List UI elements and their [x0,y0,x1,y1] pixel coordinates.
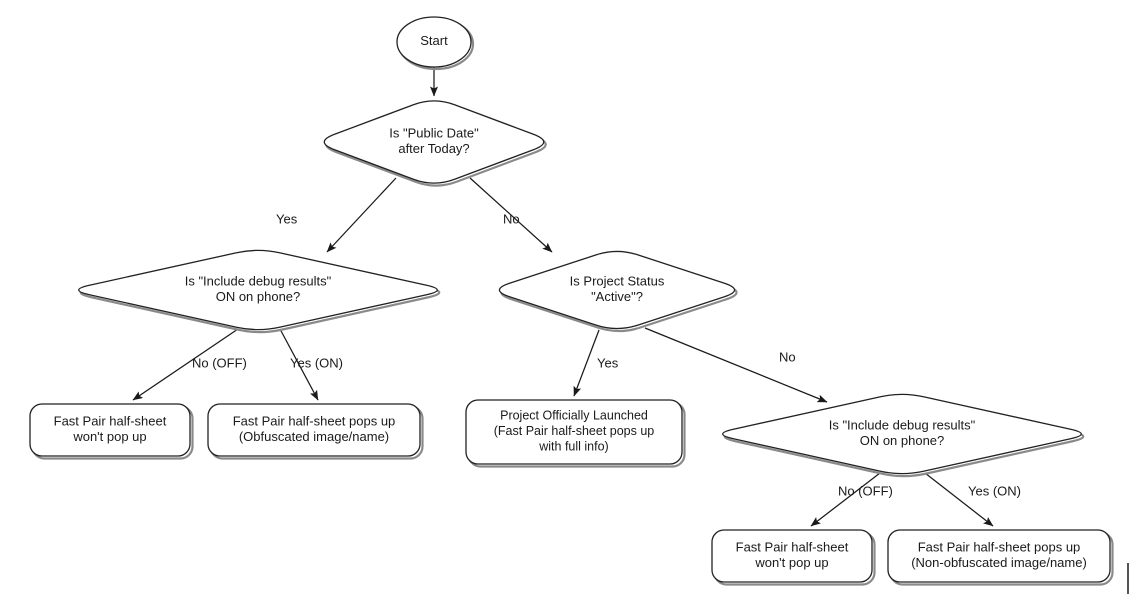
edge-public-date-no [469,177,553,253]
node-label-include-debug-results-right-decision: Is "Include debug results"ON on phone? [829,418,976,449]
node-label-project-status-decision: Is Project Status"Active"? [570,274,665,305]
start-ellipse[interactable] [396,16,472,68]
edge-line [924,472,994,527]
edge-debug-left-yes-on [279,328,319,401]
edge-line [132,328,239,401]
node-label-public-date-decision: Is "Public Date"after Today? [389,126,479,157]
edge-line [469,177,553,253]
edge-public-date-yes [326,177,397,253]
node-fast-pair-popup-obfuscated[interactable]: Fast Pair half-sheet pops up(Obfuscated … [207,403,424,460]
edge-label-debug-right-yes-on: Yes (ON) [968,483,1021,498]
edge-line [644,327,828,403]
edge-label-debug-right-no-off: No (OFF) [838,483,893,498]
process-box-shape[interactable] [887,529,1111,583]
decision-diamond-shape[interactable] [323,100,545,184]
node-label-fast-pair-popup-non-obfuscated: Fast Pair half-sheet pops up(Non-obfusca… [911,540,1087,571]
edge-project-status-no [644,327,828,403]
node-public-date-decision[interactable]: Is "Public Date"after Today? [323,100,547,187]
nodes-layer: Start Is "Public Date"after Today? Is "Inc… [29,16,1114,586]
edge-label-debug-left-no-off: No (OFF) [192,355,247,370]
node-fast-pair-popup-non-obfuscated[interactable]: Fast Pair half-sheet pops up(Non-obfusca… [887,529,1114,586]
node-include-debug-results-left-decision[interactable]: Is "Include debug results"ON on phone? [78,249,441,334]
node-label-fast-pair-popup-obfuscated: Fast Pair half-sheet pops up(Obfuscated … [233,414,396,445]
process-box-shape[interactable] [711,529,873,583]
edge-line [279,328,319,401]
edge-debug-right-no-off [810,472,881,527]
edge-label-debug-left-yes-on: Yes (ON) [290,355,343,370]
edge-debug-right-yes-on [924,472,994,527]
process-box-shape[interactable] [207,403,421,457]
process-box-shape[interactable] [29,403,191,457]
decision-diamond-shape[interactable] [78,249,438,331]
edge-label-project-status-yes: Yes [597,355,619,370]
edges-layer [132,67,994,527]
process-box-shape[interactable] [465,399,683,465]
edge-line [326,177,397,253]
node-include-debug-results-right-decision[interactable]: Is "Include debug results"ON on phone? [722,393,1085,478]
node-label-start: Start [420,33,448,48]
edge-label-public-date-yes: Yes [276,211,298,226]
decision-diamond-shape[interactable] [722,393,1082,475]
edge-debug-left-no-off [132,328,239,401]
node-label-include-debug-results-left-decision: Is "Include debug results"ON on phone? [185,274,332,305]
edge-project-status-yes [573,329,600,397]
node-project-officially-launched[interactable]: Project Officially Launched(Fast Pair ha… [465,399,686,468]
node-start[interactable]: Start [396,16,475,71]
node-project-status-decision[interactable]: Is Project Status"Active"? [498,250,738,333]
node-label-project-officially-launched: Project Officially Launched(Fast Pair ha… [494,409,655,454]
edge-label-public-date-no: No [503,211,520,226]
decision-diamond-shape[interactable] [498,250,736,330]
edge-line [810,472,881,527]
edge-line [573,329,600,397]
edge-label-project-status-no: No [779,349,796,364]
